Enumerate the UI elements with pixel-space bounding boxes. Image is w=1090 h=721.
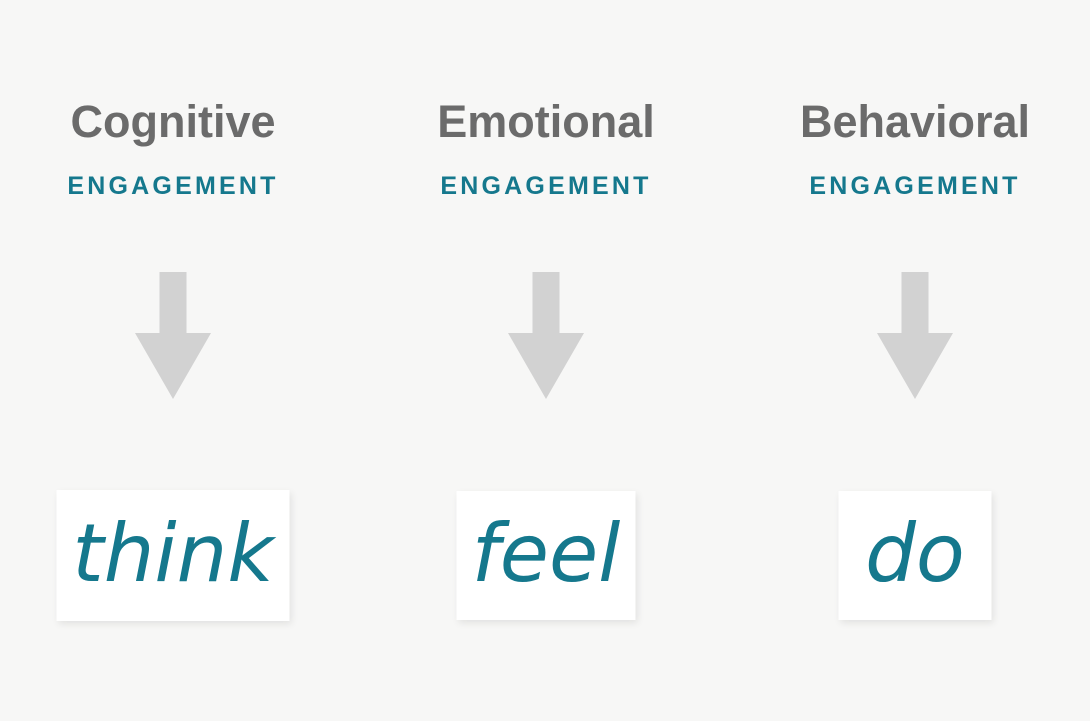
outcome-card-label: do [865,506,965,600]
outcome-card-label: feel [471,506,621,600]
column-heading: Emotional [437,96,655,147]
down-arrow-icon [508,272,584,399]
down-arrow-icon [135,272,211,399]
column-subheading: ENGAGEMENT [440,172,652,200]
column-heading: Cognitive [70,96,276,147]
outcome-card-label: think [72,506,274,600]
down-arrow-icon [877,272,953,399]
outcome-card: do [838,491,992,620]
outcome-card: think [56,490,290,621]
column-subheading: ENGAGEMENT [809,172,1021,200]
column-heading: Behavioral [799,96,1031,147]
outcome-card: feel [456,491,636,620]
column-subheading: ENGAGEMENT [67,172,279,200]
